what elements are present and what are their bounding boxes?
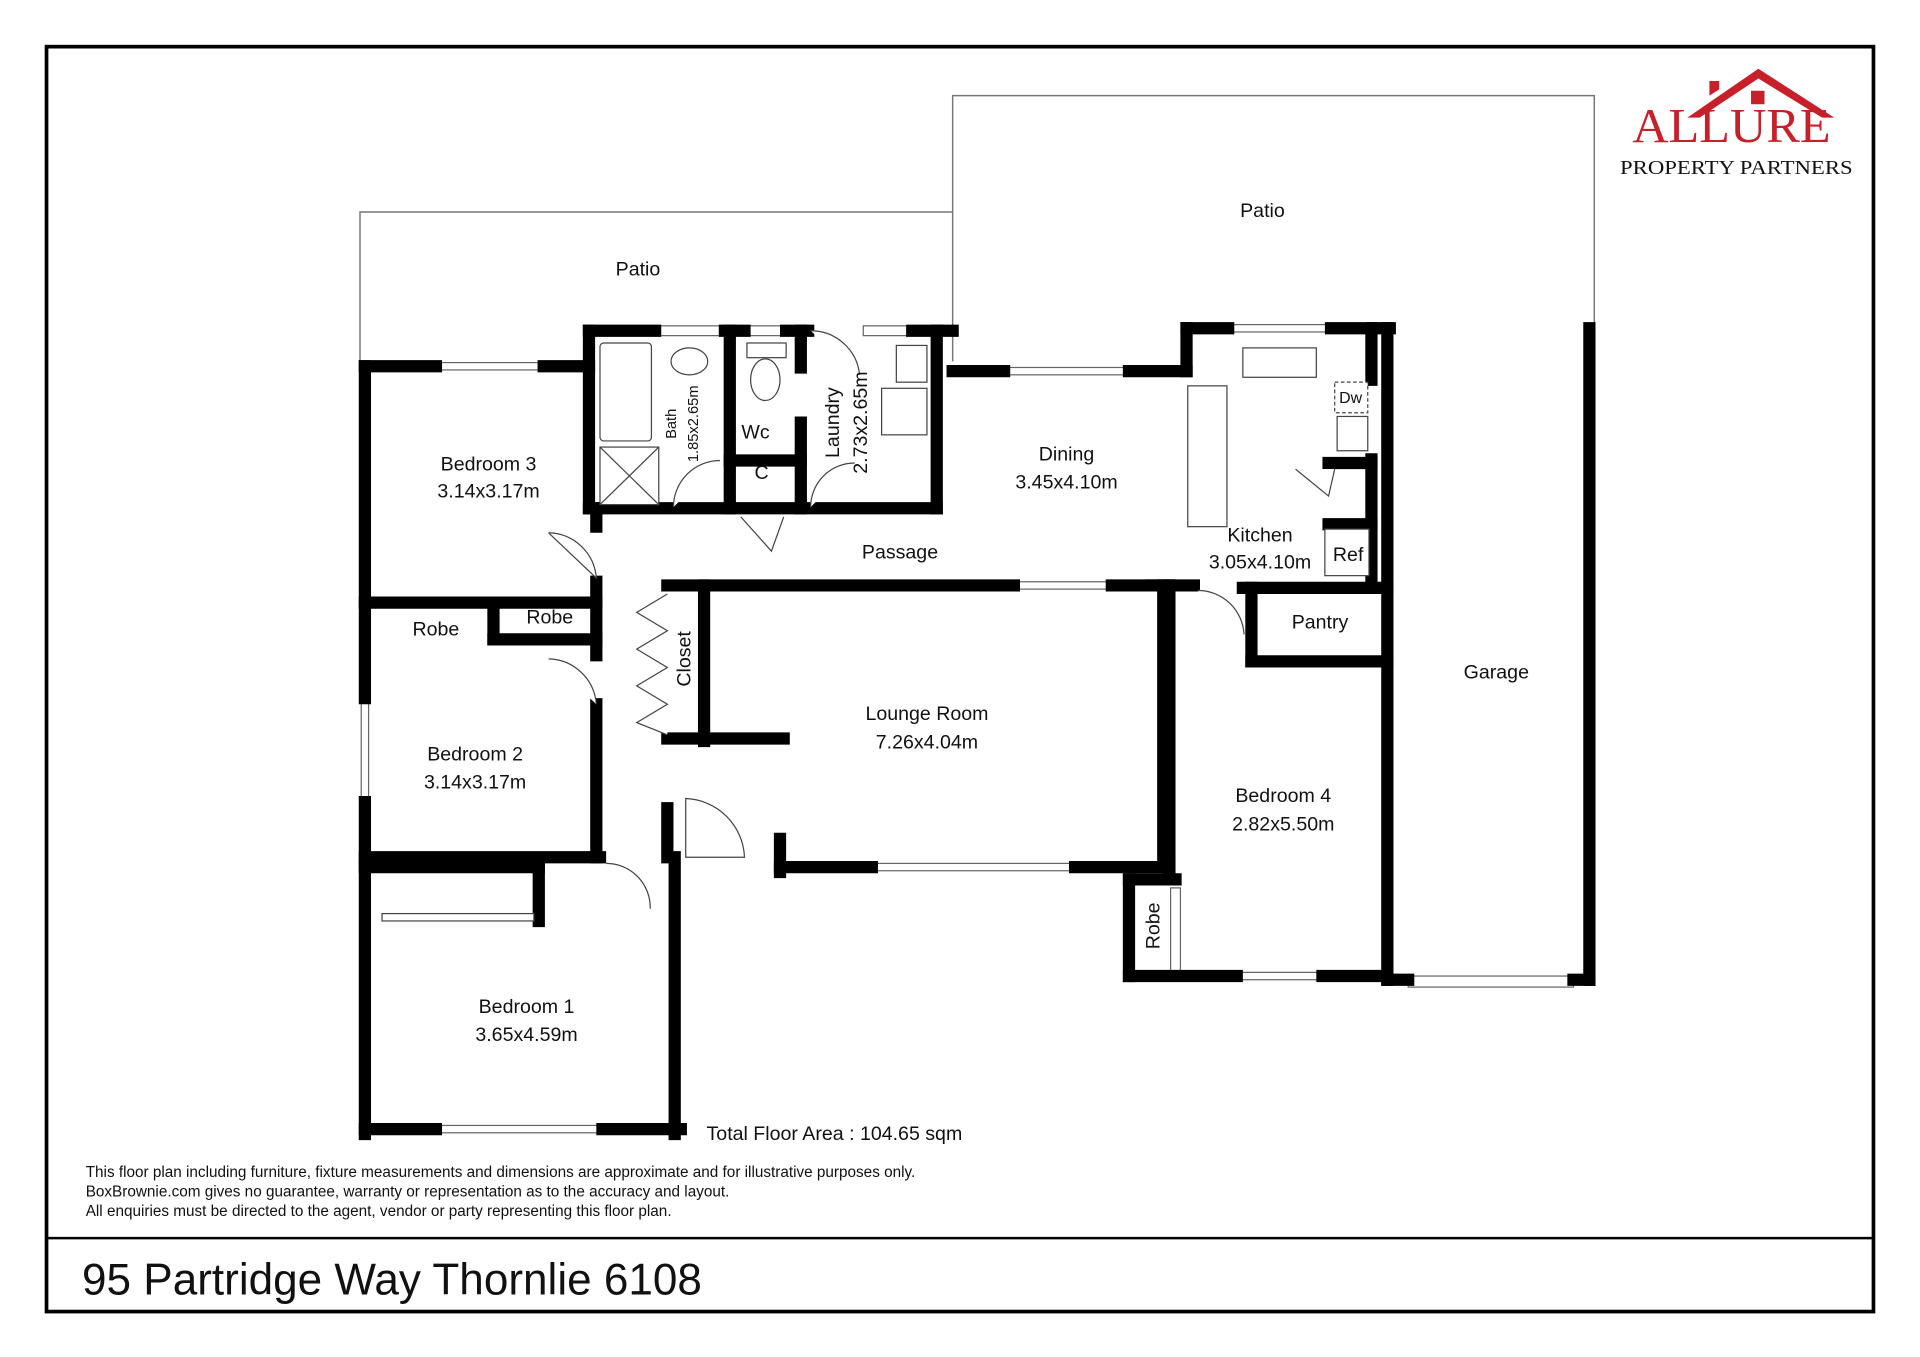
door-swing xyxy=(548,532,598,580)
cooktop xyxy=(1336,415,1369,452)
bedroom1-label: Bedroom 1 xyxy=(479,996,575,1018)
windows xyxy=(360,324,1575,1134)
pantry-label: Pantry xyxy=(1292,611,1349,633)
page-border xyxy=(44,44,1876,1314)
house-roof-icon xyxy=(1687,68,1835,118)
window xyxy=(1227,324,1332,333)
closet-label: Closet xyxy=(674,631,696,687)
fridge-label: Ref xyxy=(1333,544,1364,566)
bedroom3-size: 3.14x3.17m xyxy=(437,480,539,502)
room-labels: Patio Patio Bedroom 3 3.14x3.17m Bath 1.… xyxy=(413,200,1530,1046)
bedroom1-wardrobe xyxy=(381,912,535,922)
window xyxy=(435,1124,604,1134)
logo-tagline: PROPERTY PARTNERS xyxy=(1620,158,1853,179)
disclaimer-line: This floor plan including furniture, fix… xyxy=(86,1164,916,1181)
window xyxy=(435,361,545,371)
fixtures xyxy=(381,330,1370,922)
house-window-icon xyxy=(1751,90,1765,105)
bedroom2-size: 3.14x3.17m xyxy=(424,772,526,794)
logo-brand: ALLURE xyxy=(1632,98,1830,153)
window xyxy=(871,862,1076,872)
dishwasher xyxy=(1334,381,1369,414)
kitchen-size: 3.05x4.10m xyxy=(1209,551,1311,573)
bedroom4-size: 2.82x5.50m xyxy=(1232,813,1334,835)
door-swing xyxy=(672,459,721,508)
property-address: 95 Partridge Way Thornlie 6108 xyxy=(82,1255,702,1304)
lounge-label: Lounge Room xyxy=(865,703,988,725)
dishwasher-label: Dw xyxy=(1339,390,1362,407)
door-swing xyxy=(810,462,855,508)
window xyxy=(1170,887,1182,975)
door-swing xyxy=(685,797,746,858)
kitchen-bench-island xyxy=(1187,385,1228,528)
robe-bedroom4-label: Robe xyxy=(1143,902,1165,949)
cupboard-label: C xyxy=(755,462,769,484)
kitchen-label: Kitchen xyxy=(1227,524,1292,546)
wc-label: Wc xyxy=(741,422,769,444)
door-swing xyxy=(810,330,861,375)
bath-size: 1.85x2.65m xyxy=(686,385,702,462)
robe-bedroom2-label: Robe xyxy=(526,606,573,628)
laundry-size: 2.73x2.65m xyxy=(850,371,872,473)
toilet xyxy=(750,358,781,402)
bedroom3-label: Bedroom 3 xyxy=(441,453,537,475)
patio-left-outline xyxy=(359,211,953,362)
window xyxy=(1236,971,1324,981)
closet-doors xyxy=(635,593,669,736)
disclaimer-line: BoxBrownie.com gives no guarantee, warra… xyxy=(86,1183,730,1200)
cistern xyxy=(746,342,787,359)
window xyxy=(1003,366,1130,376)
total-floor-area: Total Floor Area : 104.65 sqm xyxy=(707,1123,963,1145)
disclaimer-line: All enquiries must be directed to the ag… xyxy=(86,1203,672,1220)
lounge-size: 7.26x4.04m xyxy=(876,731,978,753)
window xyxy=(654,325,726,337)
garage-label: Garage xyxy=(1464,662,1529,684)
door-swing xyxy=(1197,589,1245,635)
laundry-trough xyxy=(895,344,928,383)
patio-left-label: Patio xyxy=(616,259,661,281)
bathtub xyxy=(599,342,653,442)
window xyxy=(1407,975,1575,988)
window xyxy=(1013,581,1113,590)
fridge xyxy=(1324,528,1370,577)
patio-right-outline xyxy=(951,94,1596,362)
passage-label: Passage xyxy=(862,542,938,564)
kitchen-sink xyxy=(1242,347,1317,378)
shower-line xyxy=(599,446,660,506)
basin xyxy=(670,347,709,376)
laundry-label: Laundry xyxy=(822,387,844,458)
door-swing xyxy=(1295,468,1336,498)
bedroom1-size: 3.65x4.59m xyxy=(475,1024,577,1046)
allure-logo: ALLURE PROPERTY PARTNERS xyxy=(1620,68,1853,179)
walls xyxy=(358,322,1596,1141)
window xyxy=(360,697,370,803)
bedroom2-label: Bedroom 2 xyxy=(427,744,523,766)
bedroom4-label: Bedroom 4 xyxy=(1235,785,1331,807)
door-swing xyxy=(740,516,785,553)
door-swing xyxy=(548,658,597,705)
dining-size: 3.45x4.10m xyxy=(1015,472,1117,494)
door-swing xyxy=(606,862,651,909)
bath-label: Bath xyxy=(664,409,680,439)
dining-label: Dining xyxy=(1039,444,1095,466)
robe-bedroom3-label: Robe xyxy=(413,619,460,641)
washing-machine xyxy=(881,387,928,436)
window xyxy=(743,325,787,337)
patio-right-label: Patio xyxy=(1240,200,1285,222)
window xyxy=(862,325,913,337)
